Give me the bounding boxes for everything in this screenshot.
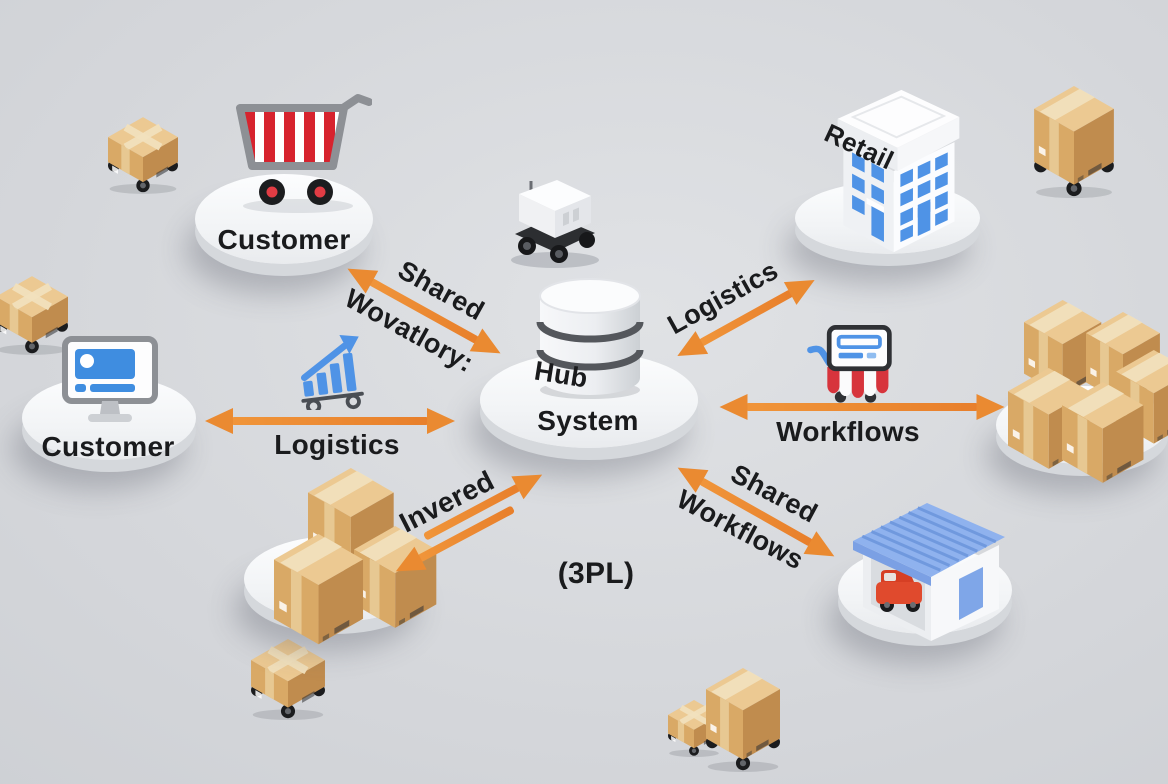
box-on-wheels-icon [0, 276, 68, 355]
edge-label-right: Workflows [776, 416, 920, 447]
arrowhead-icon [205, 408, 233, 434]
hub-platform-label: System [537, 405, 639, 436]
customer-monitor-label: Customer [41, 431, 175, 462]
box-on-wheels-icon [108, 117, 178, 194]
delivery-robot-icon [511, 180, 599, 268]
box-stack-icon [1008, 300, 1168, 483]
caption-3pl: (3PL) [557, 557, 635, 590]
bar-chart-cart-icon [300, 335, 364, 410]
box-on-wheels-icon [251, 639, 325, 720]
edge-arrow-left [205, 408, 455, 434]
arrowhead-icon [803, 531, 841, 568]
garage-truck-icon [853, 503, 1005, 641]
retail-building-icon [837, 89, 960, 253]
edge-label-left: Logistics [274, 429, 400, 460]
awning-storefront-icon [807, 325, 892, 403]
edge-arrow-right [719, 394, 1005, 420]
arrowhead-icon [511, 463, 549, 500]
customer-cart-label: Customer [217, 224, 351, 255]
arrowhead-icon [783, 268, 821, 305]
box-on-wheels-icon [706, 668, 780, 772]
arrowhead-icon [427, 408, 455, 434]
arrowhead-icon [976, 394, 1005, 420]
arrowhead-icon [469, 328, 507, 365]
box-on-wheels-icon [1034, 86, 1114, 198]
desktop-monitor-icon [62, 336, 158, 422]
shopping-cart-icon [236, 94, 372, 213]
database-icon [536, 278, 644, 399]
arrowhead-icon [719, 394, 748, 420]
box-on-wheels-icon [668, 700, 720, 757]
